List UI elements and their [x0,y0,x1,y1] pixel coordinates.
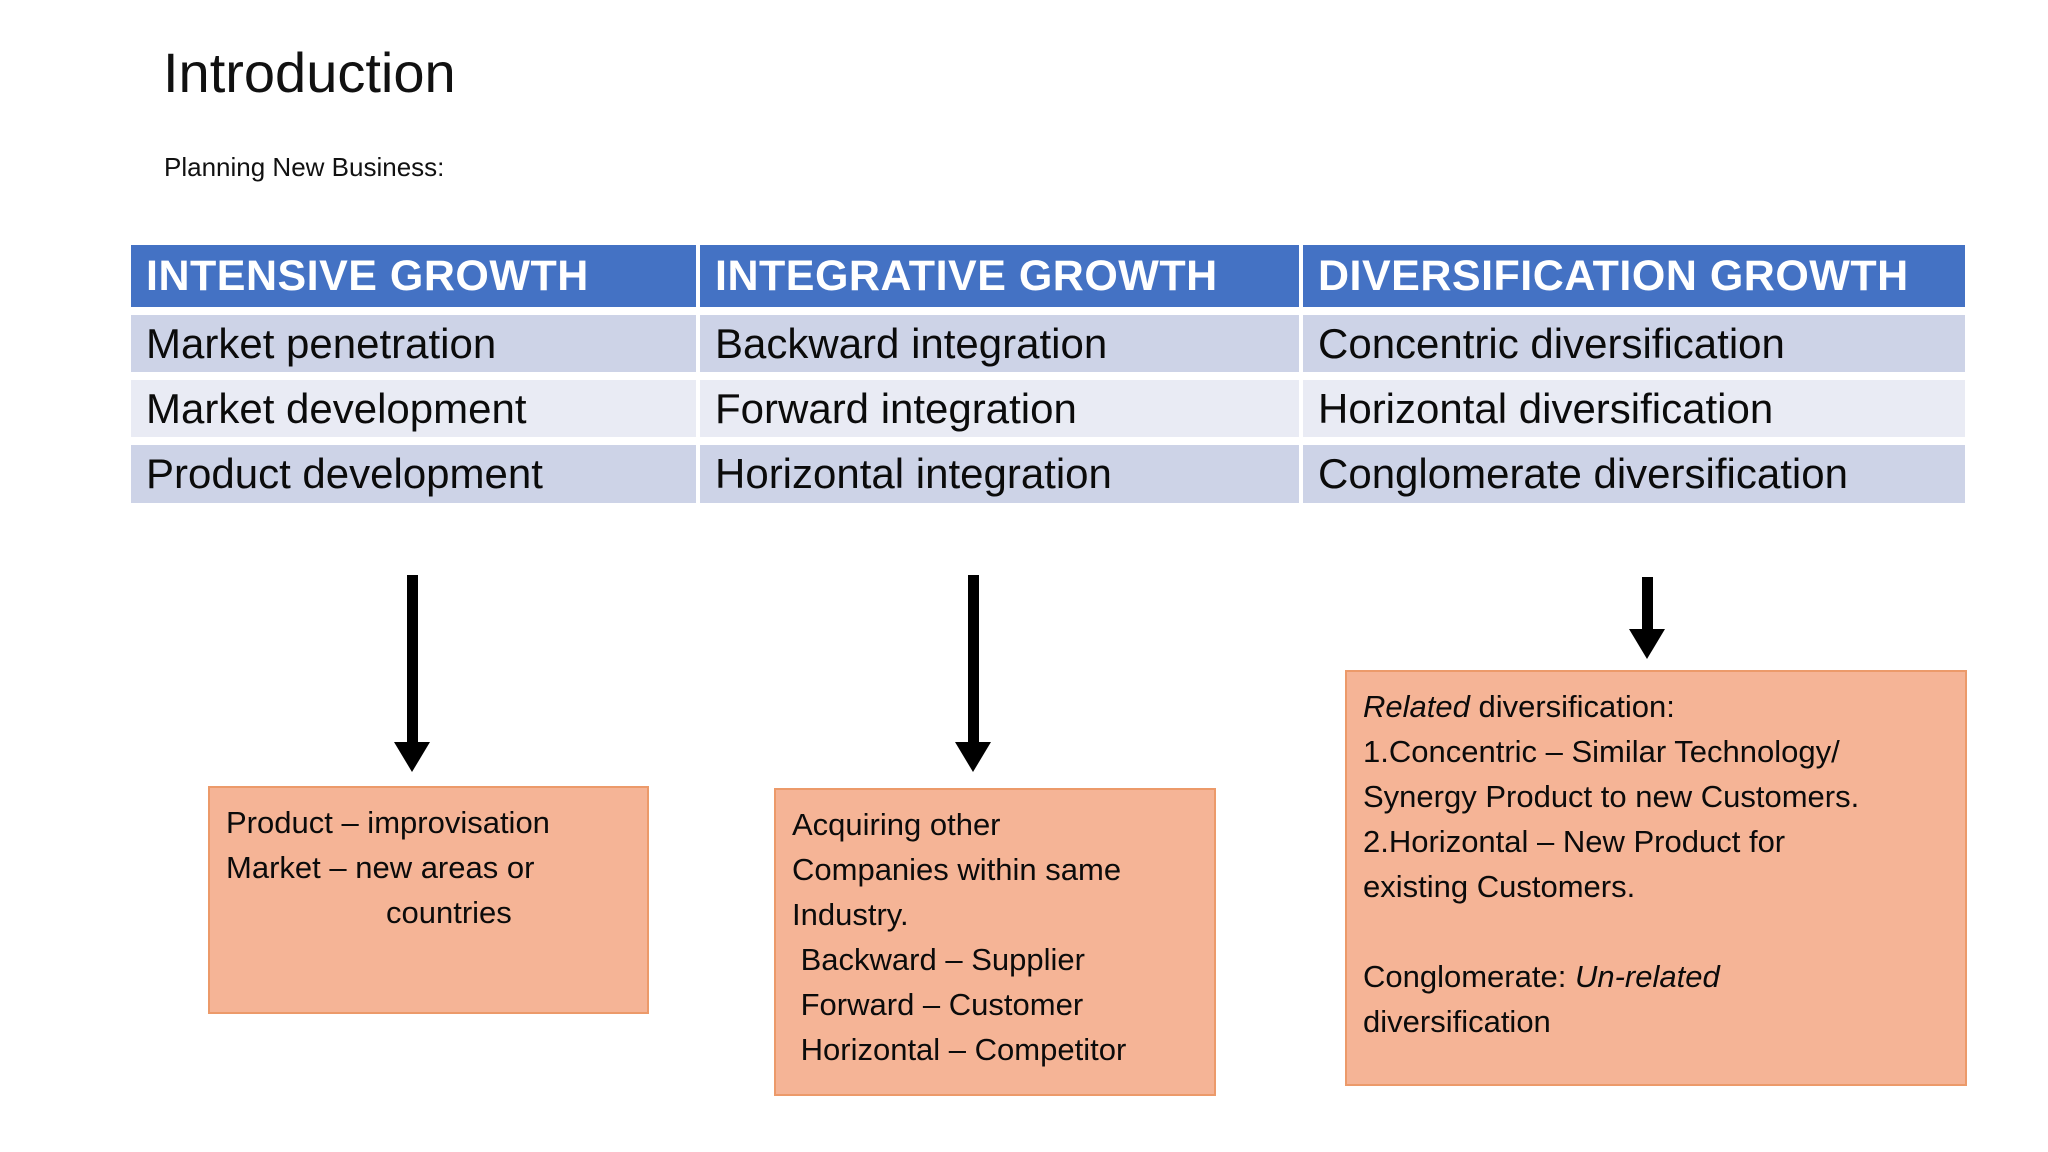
down-arrow [955,575,991,772]
down-arrow [394,575,430,772]
table-header-integrative-growth: INTEGRATIVE GROWTH [700,245,1299,307]
box-text-line: diversification [1363,1004,1551,1039]
down-arrow [1629,577,1665,659]
slide-title: Introduction [163,41,456,104]
box-text-line: Conglomerate: Un-related [1363,954,1949,999]
box-text-line: 2.Horizontal – New Product for [1363,824,1786,859]
down-arrow-head [955,742,991,772]
box-text-line: existing Customers. [1363,869,1636,904]
table-cell-product-development: Product development [131,445,696,503]
table-cell-horizontal-diversification: Horizontal diversification [1303,380,1965,437]
box-text-line: Forward – Customer [792,987,1084,1022]
table-header-intensive-growth: INTENSIVE GROWTH [131,245,696,307]
table-cell-market-penetration: Market penetration [131,315,696,372]
table-cell-backward-integration: Backward integration [700,315,1299,372]
table-cell-horizontal-integration: Horizontal integration [700,445,1299,503]
box-text-line: 1.Concentric – Similar Technology/ [1363,734,1840,769]
box-text-line: Industry. [792,897,909,932]
table-cell-concentric-diversification: Concentric diversification [1303,315,1965,372]
plain-text: diversification: [1469,689,1675,724]
diversification-growth-explanation-box: Related diversification: 1.Concentric – … [1345,670,1967,1086]
box-text-line: Product – improvisation [226,805,550,840]
box-text-line: Companies within same [792,852,1122,887]
table-cell-forward-integration: Forward integration [700,380,1299,437]
box-text-line: Backward – Supplier [792,942,1085,977]
table-cell-conglomerate-diversification: Conglomerate diversification [1303,445,1965,503]
slide-subtitle: Planning New Business: [164,152,445,182]
box-text-line: Market – new areas or [226,850,535,885]
growth-strategies-table: INTENSIVE GROWTH INTEGRATIVE GROWTH DIVE… [131,245,1965,503]
down-arrow-head [394,742,430,772]
down-arrow-shaft [967,575,979,742]
box-text-line: countries [386,895,512,930]
down-arrow-shaft [1641,577,1653,629]
box-text-line: Related diversification: [1363,684,1949,729]
down-arrow-head [1629,629,1665,659]
plain-text: Conglomerate: [1363,959,1575,994]
italic-text: Un-related [1574,959,1720,994]
box-text-line: Acquiring other [792,807,1001,842]
box-text-line-blank [1363,909,1949,954]
integrative-growth-explanation-box: Acquiring other Companies within same In… [774,788,1216,1096]
box-text-line: Horizontal – Competitor [792,1032,1127,1067]
italic-text: Related [1363,689,1470,724]
table-header-diversification-growth: DIVERSIFICATION GROWTH [1303,245,1965,307]
down-arrow-shaft [406,575,418,742]
intensive-growth-explanation-box: Product – improvisation Market – new are… [208,786,649,1014]
box-text-line: Synergy Product to new Customers. [1363,779,1860,814]
table-cell-market-development: Market development [131,380,696,437]
